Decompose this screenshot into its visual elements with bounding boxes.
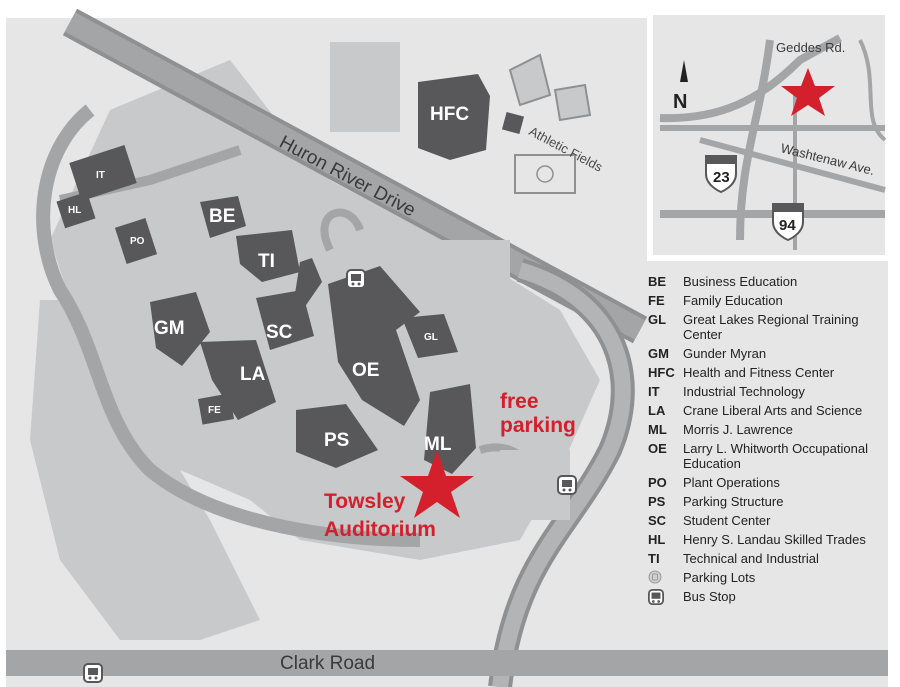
building-gl xyxy=(402,314,458,358)
label-ml: ML xyxy=(424,434,452,455)
interstate-94-shield-icon xyxy=(772,203,804,242)
label-gm: GM xyxy=(154,318,185,339)
parking-lot xyxy=(390,240,510,300)
bus-stop-icon xyxy=(557,475,577,495)
inset-location-star-icon xyxy=(781,68,835,116)
label-gl: GL xyxy=(424,332,438,343)
building-ps xyxy=(296,404,378,468)
label-sc: SC xyxy=(266,322,293,343)
clark-road xyxy=(6,650,888,676)
label-oe: OE xyxy=(352,360,379,381)
building-la xyxy=(200,340,276,420)
inset-label-94: 94 xyxy=(779,217,796,234)
buildings xyxy=(56,74,525,474)
label-ps: PS xyxy=(324,430,349,451)
building-be xyxy=(200,196,246,238)
location-star-icon xyxy=(400,450,474,518)
building-oe xyxy=(328,266,420,426)
building-it xyxy=(69,145,137,201)
label-fe: FE xyxy=(208,405,221,416)
building-hl xyxy=(56,191,96,229)
parking-lot xyxy=(330,42,400,132)
label-ti: TI xyxy=(258,251,275,272)
interstate-23-shield-icon xyxy=(705,155,737,194)
inset-label-23: 23 xyxy=(713,169,730,186)
legend-item-bus-stop: Bus Stop xyxy=(648,589,898,605)
building-gm xyxy=(150,292,210,366)
label-free-parking-2: parking xyxy=(500,414,576,437)
label-towsley-1: Towsley xyxy=(324,490,406,513)
bus-stop-icon xyxy=(648,589,683,605)
bus-stop-icon xyxy=(346,269,366,289)
building-ti xyxy=(236,230,300,282)
label-hl: HL xyxy=(68,205,81,216)
legend-item-parking: Parking Lots xyxy=(648,570,898,585)
label-it: IT xyxy=(96,170,105,181)
building-po xyxy=(114,217,158,265)
building-small-athletic xyxy=(501,111,525,135)
inset-label-geddes: Geddes Rd. xyxy=(776,40,845,55)
label-free-parking-1: free xyxy=(500,390,539,413)
athletic-fields xyxy=(508,53,592,194)
label-la: LA xyxy=(240,364,266,385)
building-hfc xyxy=(418,74,490,160)
label-be: BE xyxy=(209,206,235,227)
parking-lot-icon xyxy=(648,570,683,584)
building-sc xyxy=(256,290,314,350)
bus-stop-icon xyxy=(83,663,103,683)
inner-loop-road xyxy=(36,104,421,547)
inset-label-north: N xyxy=(673,91,687,113)
label-towsley-2: Auditorium xyxy=(324,518,436,541)
north-arrow-icon xyxy=(680,60,688,82)
building-fe xyxy=(197,393,235,425)
label-hfc: HFC xyxy=(430,104,469,125)
label-po: PO xyxy=(130,236,145,247)
label-clark-road: Clark Road xyxy=(280,653,375,674)
